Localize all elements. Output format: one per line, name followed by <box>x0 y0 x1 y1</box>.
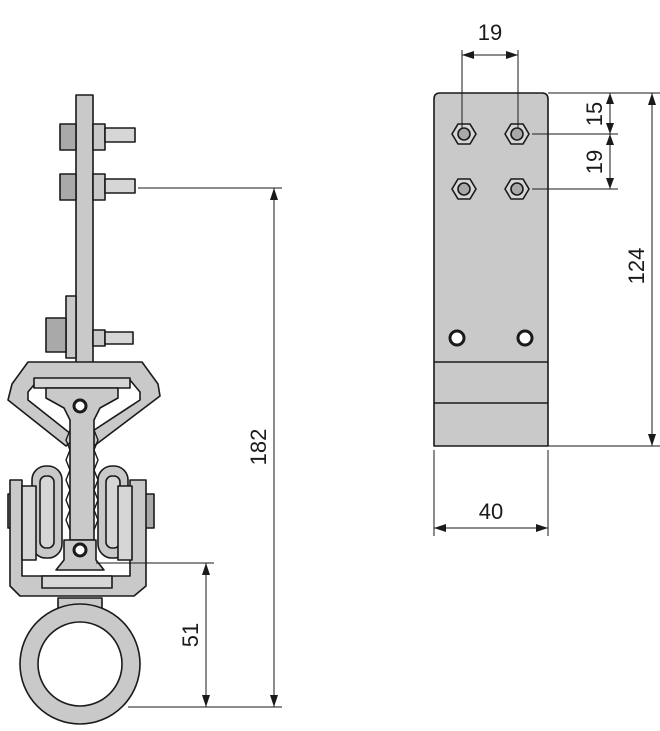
side-view <box>7 94 161 725</box>
upper-bolt-1 <box>59 123 136 151</box>
hex-nut-bottom-right <box>504 178 530 200</box>
angle-bracket <box>65 295 77 359</box>
dimension-40: 40 <box>433 450 549 536</box>
lower-shaft-hole <box>72 542 88 558</box>
mounting-plate-front <box>433 92 549 447</box>
dimension-124-label: 124 <box>624 248 649 285</box>
mounting-hole-right <box>516 329 534 347</box>
dimension-124: 124 <box>548 93 660 447</box>
shaft-hole <box>72 398 88 414</box>
shaft-serration <box>65 429 71 531</box>
upper-bolt-2 <box>59 173 136 201</box>
bracket-bolt <box>45 317 134 353</box>
frame-side-left <box>21 485 37 561</box>
dimension-15-vertical: 15 <box>532 92 660 190</box>
dimension-40-label: 40 <box>479 499 503 524</box>
frame-side-right <box>117 485 133 561</box>
hex-nut-top-left <box>451 123 477 145</box>
hex-nut-top-right <box>504 123 530 145</box>
dimension-15-label: 15 <box>582 102 607 126</box>
dimension-182-label: 182 <box>246 429 271 466</box>
dimension-51-label: 51 <box>178 623 203 647</box>
mounting-plate-side <box>75 94 94 366</box>
front-view <box>433 92 549 447</box>
dimension-182: 182 <box>128 187 282 708</box>
hex-nut-bottom-left <box>451 178 477 200</box>
dimension-51: 51 <box>96 562 214 707</box>
dimension-19-vertical-label: 19 <box>582 150 607 174</box>
dimension-19-horizontal: 19 <box>461 20 519 128</box>
dimension-19-horizontal-label: 19 <box>478 20 502 45</box>
mounting-hole-left <box>448 329 466 347</box>
swivel-plate <box>41 575 113 589</box>
lifting-ring-inner <box>37 621 123 707</box>
yoke-crossbar <box>33 377 131 389</box>
dimension-19-vertical: 19 <box>582 150 607 174</box>
